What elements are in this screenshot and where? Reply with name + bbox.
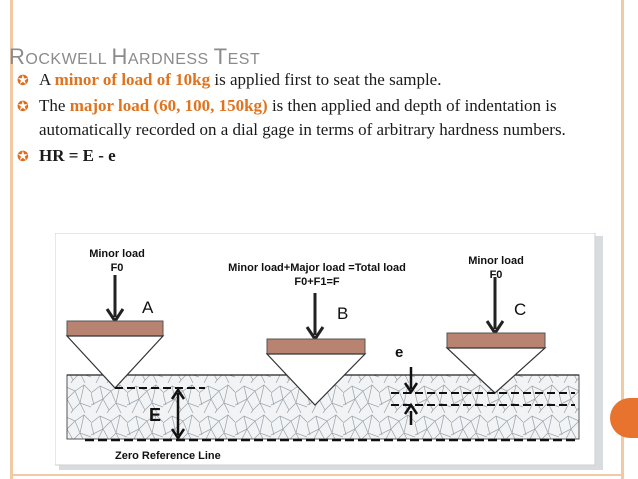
label-b-line1: Minor load+Major load =Total load xyxy=(228,262,406,274)
bullet-item-major-load: ✪ The major load (60, 100, 150kg) is the… xyxy=(17,96,566,139)
indenter-b-cap xyxy=(266,338,366,355)
label-c-line2: F0 xyxy=(490,269,503,281)
slide-frame-bottom xyxy=(10,474,624,476)
bullet-icon: ✪ xyxy=(17,74,29,89)
big-e-arrow-top xyxy=(170,387,186,400)
slide-frame-right xyxy=(621,0,624,479)
indenter-b-cone xyxy=(265,353,367,406)
indenter-c-cap xyxy=(446,332,546,349)
bullet-item-minor-load: ✪ A minor of load of 10kg is applied fir… xyxy=(17,68,597,92)
zero-reference-label: Zero Reference Line xyxy=(115,450,221,462)
big-e-arrow-bottom xyxy=(170,428,186,441)
indenter-c-cone xyxy=(445,347,547,394)
label-b-line2: F0+F1=F xyxy=(294,276,340,288)
bullet-icon: ✪ xyxy=(17,150,29,165)
bullet-icon: ✪ xyxy=(17,100,29,115)
slide-title: ROCKWELL HARDNESS TEST xyxy=(9,44,261,69)
letter-c: C xyxy=(514,300,526,319)
rockwell-diagram-svg: Minor load F0 Minor load+Major load =Tot… xyxy=(54,232,603,470)
letter-big-e: E xyxy=(149,405,161,425)
label-c-line1: Minor load xyxy=(468,255,524,267)
indenter-a-cap xyxy=(66,320,164,337)
bullet-item-formula: ✪ HR = E - e xyxy=(17,144,597,168)
rockwell-diagram: Minor load F0 Minor load+Major load =Tot… xyxy=(54,232,605,473)
e-arrow-bottom-head xyxy=(403,402,419,415)
label-a-line1: Minor load xyxy=(89,248,145,260)
slide-frame-left xyxy=(10,0,13,479)
bullet-list: ✪ A minor of load of 10kg is applied fir… xyxy=(17,68,597,170)
letter-b: B xyxy=(337,304,348,323)
letter-small-e: e xyxy=(395,344,403,361)
e-arrow-top-head xyxy=(403,382,419,395)
indenter-a-cone xyxy=(65,335,165,389)
label-a-line2: F0 xyxy=(111,262,124,274)
letter-a: A xyxy=(142,298,154,317)
accent-tab xyxy=(610,398,638,438)
